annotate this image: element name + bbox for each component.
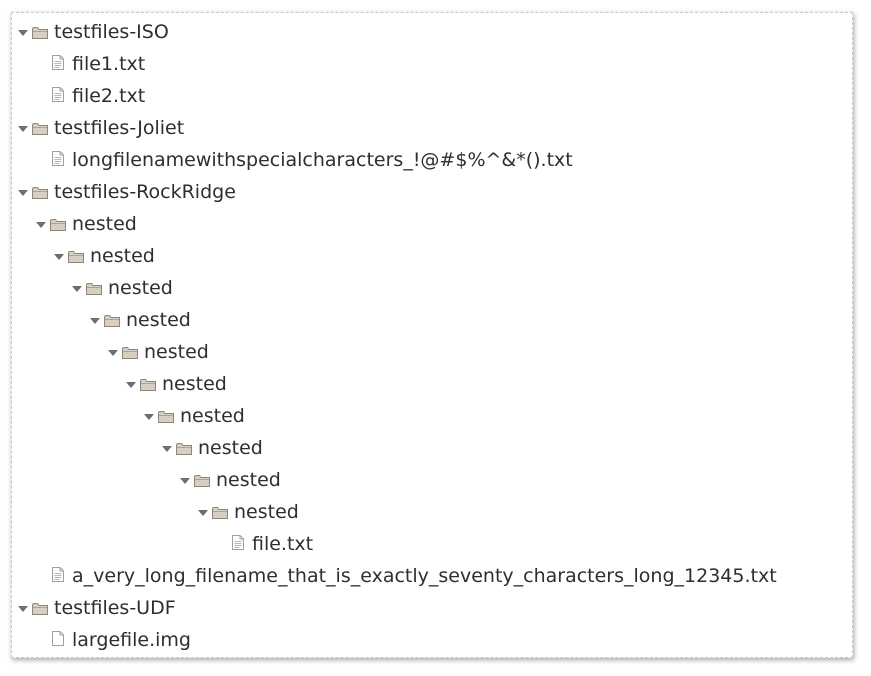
tree-file-row[interactable]: largefile.img [12,624,852,656]
folder-icon [32,120,48,135]
tree-folder-row[interactable]: testfiles-UDF [12,592,852,624]
text-file-icon [232,535,244,550]
tree-item-label: nested [216,469,281,491]
expand-arrow-icon[interactable] [18,190,28,196]
expand-arrow-icon[interactable] [90,318,100,324]
text-file-icon [52,567,64,582]
tree-file-row[interactable]: file2.txt [12,80,852,112]
tree-item-label: nested [90,245,155,267]
expand-arrow-icon[interactable] [18,30,28,36]
tree-item-label: nested [180,405,245,427]
tree-folder-row[interactable]: nested [12,304,852,336]
tree-folder-row[interactable]: nested [12,336,852,368]
expand-arrow-icon[interactable] [36,222,46,228]
text-file-icon [52,87,64,102]
file-tree: testfiles-ISO file1.txt file2.txt testfiles… [12,16,852,656]
tree-folder-row[interactable]: nested [12,208,852,240]
tree-item-label: testfiles-RockRidge [54,181,236,203]
folder-icon [32,24,48,39]
expand-arrow-icon[interactable] [18,126,28,132]
blank-file-icon [52,631,64,646]
folder-icon [50,216,66,231]
tree-item-label: testfiles-Joliet [54,117,185,139]
expand-arrow-icon[interactable] [108,350,118,356]
folder-icon [86,280,102,295]
tree-item-label: nested [108,277,173,299]
tree-item-label: nested [198,437,263,459]
tree-item-label: file2.txt [72,85,146,107]
tree-item-label: testfiles-ISO [54,21,169,43]
file-tree-panel: testfiles-ISO file1.txt file2.txt testfiles… [11,12,853,658]
expand-arrow-icon[interactable] [198,510,208,516]
tree-folder-row[interactable]: nested [12,400,852,432]
tree-item-label: largefile.img [72,629,191,651]
folder-icon [122,344,138,359]
text-file-icon [52,151,64,166]
tree-item-label: file1.txt [72,53,146,75]
folder-icon [176,440,192,455]
tree-item-label: nested [144,341,209,363]
tree-item-label: nested [234,501,299,523]
tree-item-label: file.txt [252,533,314,555]
folder-icon [32,184,48,199]
tree-item-label: nested [162,373,227,395]
expand-arrow-icon[interactable] [126,382,136,388]
tree-file-row[interactable]: file1.txt [12,48,852,80]
expand-arrow-icon[interactable] [162,446,172,452]
tree-folder-row[interactable]: testfiles-RockRidge [12,176,852,208]
tree-folder-row[interactable]: nested [12,496,852,528]
tree-item-label: testfiles-UDF [54,597,176,619]
folder-icon [212,504,228,519]
expand-arrow-icon[interactable] [54,254,64,260]
folder-icon [158,408,174,423]
expand-arrow-icon[interactable] [72,286,82,292]
tree-file-row[interactable]: a_very_long_filename_that_is_exactly_sev… [12,560,852,592]
tree-folder-row[interactable]: nested [12,368,852,400]
tree-file-row[interactable]: longfilenamewithspecialcharacters_!@#$%^… [12,144,852,176]
tree-item-label: nested [126,309,191,331]
tree-folder-row[interactable]: nested [12,432,852,464]
expand-arrow-icon[interactable] [144,414,154,420]
expand-arrow-icon[interactable] [18,606,28,612]
tree-folder-row[interactable]: testfiles-Joliet [12,112,852,144]
expand-arrow-icon[interactable] [180,478,190,484]
text-file-icon [52,55,64,70]
tree-item-label: a_very_long_filename_that_is_exactly_sev… [72,565,777,587]
tree-folder-row[interactable]: nested [12,272,852,304]
folder-icon [194,472,210,487]
tree-folder-row[interactable]: nested [12,464,852,496]
tree-folder-row[interactable]: nested [12,240,852,272]
folder-icon [68,248,84,263]
tree-item-label: longfilenamewithspecialcharacters_!@#$%^… [72,149,573,171]
folder-icon [32,600,48,615]
folder-icon [104,312,120,327]
tree-item-label: nested [72,213,137,235]
tree-folder-row[interactable]: testfiles-ISO [12,16,852,48]
tree-file-row[interactable]: file.txt [12,528,852,560]
folder-icon [140,376,156,391]
